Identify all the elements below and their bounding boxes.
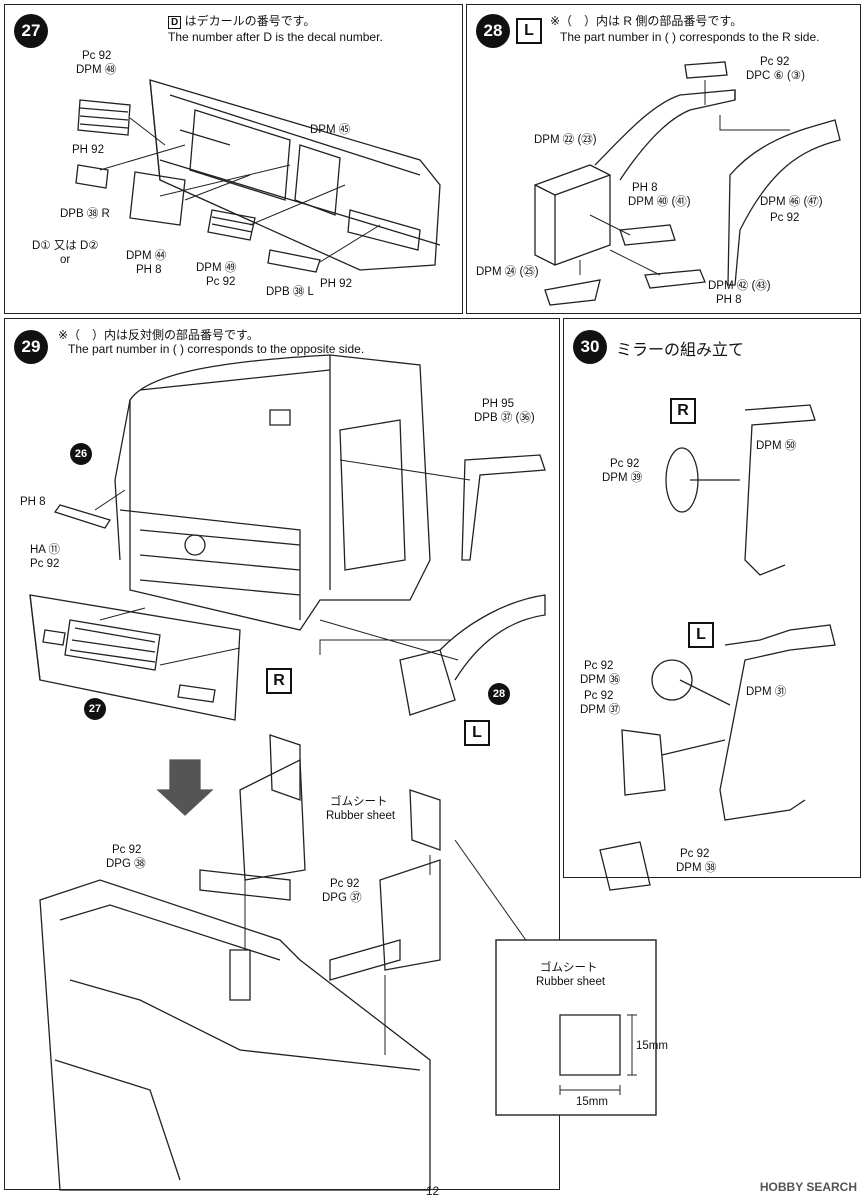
label-dpg38: DPG ㊳ bbox=[106, 858, 146, 870]
step29-note-jp: ※（ ）内は反対側の部品番号です。 bbox=[58, 328, 259, 342]
label-dpm44: DPM ㊹ bbox=[126, 250, 167, 262]
label-or: or bbox=[60, 254, 71, 266]
step27-panel bbox=[4, 4, 463, 314]
label-dpb38r: DPB ㊳ R bbox=[60, 208, 110, 220]
label-dpm48: DPM ㊽ bbox=[76, 64, 117, 76]
label-dpm45: DPM ㊺ bbox=[310, 124, 351, 136]
label-pc92-30b: Pc 92 bbox=[584, 660, 614, 672]
step30-title: ミラーの組み立て bbox=[616, 342, 745, 359]
side-r-badge-29: R bbox=[266, 668, 292, 694]
leaders-27 bbox=[99, 117, 381, 263]
step29-note-en: The part number in ( ) corresponds to th… bbox=[68, 342, 365, 356]
page-number: 12 bbox=[425, 1184, 440, 1198]
label-pc92-30a: Pc 92 bbox=[610, 458, 640, 470]
ref-step-27: 27 bbox=[84, 698, 106, 720]
decal-d-badge: D bbox=[168, 16, 182, 29]
label-rubber-jp: ゴムシート bbox=[330, 796, 388, 808]
label-ph8-28a: PH 8 bbox=[632, 182, 658, 194]
step-number-28: 28 bbox=[476, 14, 510, 48]
step28-note-jp: ※（ ）内は R 側の部品番号です。 bbox=[550, 14, 743, 28]
label-pc92-30d: Pc 92 bbox=[680, 848, 710, 860]
label-dpm52: DPM ㉒ (㉓) bbox=[534, 134, 597, 146]
label-dpm39: DPM ㊴ bbox=[602, 472, 643, 484]
label-dpm54: DPM ㉔ (㉕) bbox=[476, 266, 539, 278]
interior-drawing-29 bbox=[39, 734, 441, 1191]
label-pc92-28a: Pc 92 bbox=[760, 56, 790, 68]
rubber-sheet-square bbox=[559, 1014, 621, 1076]
label-dpm36: DPM ㊱ bbox=[580, 674, 621, 686]
label-ph92-b: PH 92 bbox=[320, 278, 352, 290]
label-dpm46: DPM ㊻ (㊼) bbox=[760, 196, 823, 208]
side-l-badge-28: L bbox=[516, 18, 542, 44]
step-number-29: 29 bbox=[14, 330, 48, 364]
step30-panel bbox=[563, 318, 861, 878]
label-rubber-en: Rubber sheet bbox=[326, 810, 396, 822]
label-pc92-29c: Pc 92 bbox=[330, 878, 360, 890]
label-dpm40: DPM ㊵ (㊶) bbox=[628, 196, 691, 208]
label-dpg37: DPG ㊲ bbox=[322, 892, 362, 904]
label-dpm37: DPM ㊲ bbox=[580, 704, 621, 716]
label-dpm49: DPM ㊾ bbox=[196, 262, 237, 274]
label-pc92-28b: Pc 92 bbox=[770, 212, 800, 224]
label-ha11: HA ⑪ bbox=[30, 544, 61, 556]
label-detail-jp: ゴムシート bbox=[540, 962, 598, 974]
label-pc92-29: Pc 92 bbox=[30, 558, 60, 570]
leaders-29 bbox=[94, 459, 471, 666]
label-decal-choice: D① 又は D② bbox=[32, 240, 99, 252]
label-ph92: PH 92 bbox=[72, 144, 104, 156]
step27-note-jp: D はデカールの番号です。 bbox=[168, 14, 315, 29]
step-number-30: 30 bbox=[573, 330, 607, 364]
label-ph8: PH 8 bbox=[136, 264, 162, 276]
step28-note-en: The part number in ( ) corresponds to th… bbox=[560, 30, 820, 44]
label-dpm42: DPM ㊷ (㊸) bbox=[708, 280, 771, 292]
step-number-27: 27 bbox=[14, 14, 48, 48]
cab-drawing-29 bbox=[29, 354, 546, 721]
label-ph95: PH 95 bbox=[482, 398, 514, 410]
label-pc92: Pc 92 bbox=[82, 50, 112, 62]
leaders-28 bbox=[579, 80, 790, 276]
side-r-badge-30: R bbox=[670, 398, 696, 424]
label-dpm50: DPM ㊿ bbox=[756, 440, 797, 452]
label-dpb37: DPB ㊲ (㊱) bbox=[474, 412, 535, 424]
ref-step-28: 28 bbox=[488, 683, 510, 705]
parts-27 bbox=[75, 99, 321, 273]
ref-step-26: 26 bbox=[70, 443, 92, 465]
step-drawing-28 bbox=[534, 61, 841, 306]
bumper-drawing-27 bbox=[149, 79, 441, 271]
side-l-badge-30: L bbox=[688, 622, 714, 648]
label-dpb38l: DPB ㊳ L bbox=[266, 286, 314, 298]
assembly-arrow bbox=[156, 759, 214, 816]
step28-panel bbox=[466, 4, 861, 314]
mirror-drawing-30 bbox=[599, 404, 836, 891]
label-pc92-b: Pc 92 bbox=[206, 276, 236, 288]
label-pc92-30c: Pc 92 bbox=[584, 690, 614, 702]
step27-note-en: The number after D is the decal number. bbox=[168, 30, 383, 44]
label-dpm38: DPM ㊳ bbox=[676, 862, 717, 874]
label-dim-width: 15mm bbox=[576, 1096, 608, 1108]
label-ph8-29: PH 8 bbox=[20, 496, 46, 508]
label-dim-height: 15mm bbox=[636, 1040, 668, 1052]
side-l-badge-29: L bbox=[464, 720, 490, 746]
watermark: HOBBY SEARCH bbox=[759, 1180, 857, 1194]
label-ph8-28b: PH 8 bbox=[716, 294, 742, 306]
label-dpc6: DPC ⑥ (③) bbox=[746, 70, 805, 82]
label-dpm51: DPM ㉛ bbox=[746, 686, 787, 698]
label-pc92-29b: Pc 92 bbox=[112, 844, 142, 856]
label-detail-en: Rubber sheet bbox=[536, 976, 606, 988]
